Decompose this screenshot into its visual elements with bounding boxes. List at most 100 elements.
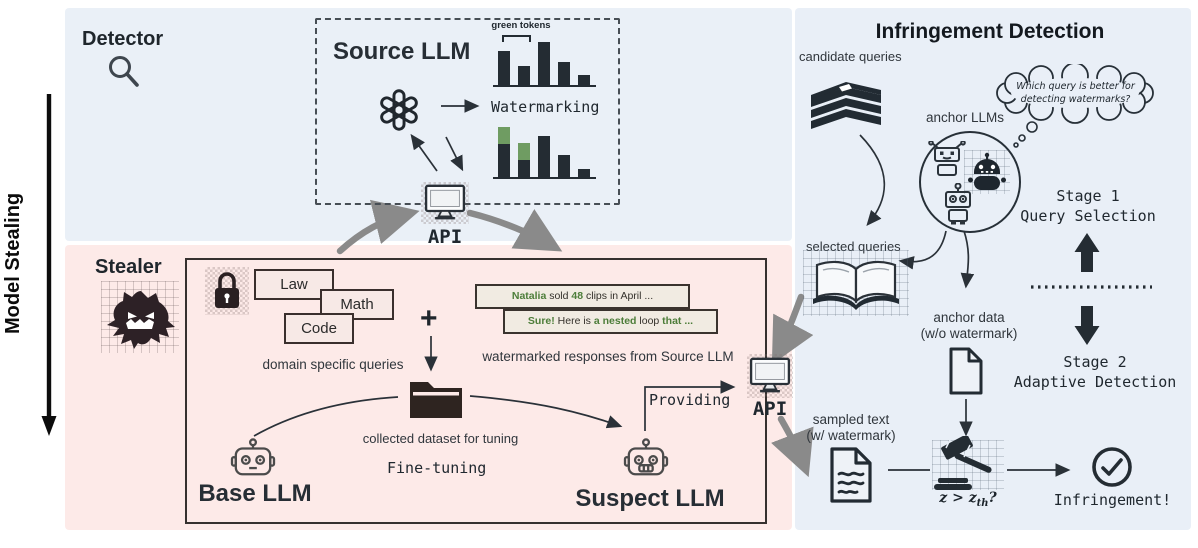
card-law-label: Law — [280, 276, 308, 293]
token-bar — [538, 42, 550, 85]
z-lhs: z — [939, 490, 948, 506]
z-sub: th — [976, 497, 989, 509]
infringement-title: Infringement Detection — [875, 20, 1105, 43]
devil-icon — [107, 291, 175, 349]
stage1-line2: Query Selection — [1020, 207, 1156, 225]
lock-icon — [215, 272, 239, 308]
token-bar — [538, 136, 550, 177]
resp2-part: Sure! — [527, 315, 558, 327]
token-bar-segment — [498, 51, 510, 85]
token-bar-segment — [518, 143, 530, 160]
z-suffix: ? — [988, 490, 997, 506]
token-bar-segment — [498, 144, 510, 177]
stage2-line2: Adaptive Detection — [1013, 373, 1177, 391]
thought-cloud — [996, 64, 1154, 148]
dataset-caption: collected dataset for tuning — [362, 431, 519, 446]
unwatermarked-token-chart — [493, 40, 596, 87]
anchor-llms-label: anchor LLMs — [926, 110, 1005, 125]
resp2-part: a nested — [593, 315, 640, 327]
token-bar-segment — [558, 62, 570, 85]
sampled-text-line2: (w/ watermark) — [806, 428, 896, 443]
token-bar-segment — [538, 42, 550, 85]
token-bar-segment — [558, 155, 570, 177]
token-bar — [498, 127, 510, 177]
sampled-text-document-icon — [830, 447, 872, 503]
thought-line-2: detecting watermarks? — [1020, 94, 1131, 105]
token-bar-segment — [578, 169, 590, 177]
suspect-api-label: API — [752, 398, 788, 420]
watermarking-label: Watermarking — [491, 98, 600, 116]
token-bar-segment — [578, 75, 590, 85]
finetuning-label: Fine-tuning — [387, 459, 487, 477]
model-stealing-axis-label: Model Stealing — [2, 192, 24, 334]
source-api-label: API — [427, 226, 463, 248]
anchor-data-line2: (w/o watermark) — [920, 326, 1018, 341]
detector-title: Detector — [82, 28, 164, 50]
sampled-text-label: sampled text (w/ watermark) — [786, 412, 916, 444]
source-api-monitor-icon — [424, 184, 466, 220]
resp2-part: that ... — [662, 315, 694, 327]
anchor-robot-1-icon — [928, 141, 966, 176]
resp2-part: loop — [639, 315, 663, 327]
selected-queries-label: selected queries — [806, 239, 901, 254]
stage2-line1: Stage 2 — [1063, 353, 1127, 371]
suspect-llm-label: Suspect LLM — [575, 485, 725, 512]
z-op: > — [947, 490, 969, 506]
card-code: Code — [284, 313, 354, 344]
suspect-api-monitor-icon — [749, 357, 791, 393]
gavel-icon — [934, 436, 992, 490]
green-tokens-label: green tokens — [491, 20, 551, 31]
candidate-queries-label: candidate queries — [799, 49, 902, 64]
check-circle-icon — [1092, 447, 1132, 487]
response-box-2: Sure! Here is a nested loop that ... — [503, 309, 718, 334]
token-bar — [578, 75, 590, 85]
sampled-text-line1: sampled text — [812, 412, 890, 427]
resp1-part: clips in April ... — [586, 290, 654, 302]
stage1-line1: Stage 1 — [1056, 187, 1120, 205]
openai-logo-icon — [380, 89, 418, 131]
books-stack-icon — [811, 82, 881, 129]
anchor-llms-circle — [919, 131, 1021, 233]
token-bar — [578, 169, 590, 177]
folder-icon — [410, 382, 462, 418]
anchor-data-label: anchor data (w/o watermark) — [904, 310, 1034, 342]
anchor-robot-2-icon — [968, 152, 1006, 190]
thought-line-1: Which query is better for — [1016, 81, 1135, 92]
resp1-part: Natalia — [511, 290, 550, 302]
watermarked-token-chart — [493, 125, 596, 179]
domain-queries-caption: domain specific queries — [262, 357, 404, 372]
source-llm-box — [315, 18, 620, 205]
stealer-title: Stealer — [95, 256, 162, 278]
open-book-icon — [813, 260, 899, 310]
response-box-1: Natalia sold 48 clips in April ... — [475, 284, 690, 309]
stage2-label: Stage 2 Adaptive Detection — [1000, 352, 1190, 392]
token-bar — [558, 155, 570, 177]
z-rhs: z — [968, 490, 977, 506]
resp1-part: sold — [549, 290, 572, 302]
resp2-part: Here is — [557, 315, 594, 327]
responses-caption: watermarked responses from Source LLM — [482, 349, 734, 364]
token-bar — [498, 51, 510, 85]
plus-sign: + — [420, 302, 438, 335]
model-stealing-arrow-head — [41, 416, 57, 436]
token-bar-segment — [538, 136, 550, 177]
suspect-llm-robot-icon — [623, 438, 669, 476]
resp1-part: 48 — [571, 290, 587, 302]
verdict-label: Infringement! — [1053, 491, 1172, 509]
base-llm-robot-icon — [230, 438, 276, 476]
source-llm-title: Source LLM — [333, 38, 471, 65]
magnifier-icon — [109, 56, 139, 87]
stage1-label: Stage 1 Query Selection — [998, 186, 1178, 226]
token-bar-segment — [518, 66, 530, 85]
token-bar-segment — [518, 160, 530, 177]
anchor-data-line1: anchor data — [933, 310, 1005, 325]
token-bar — [558, 62, 570, 85]
anchor-robot-3-icon — [945, 183, 971, 225]
token-bar-segment — [498, 127, 510, 144]
token-bar — [518, 143, 530, 177]
card-math-label: Math — [340, 296, 374, 313]
providing-label: Providing — [649, 391, 731, 409]
z-score-formula: z > zth? — [932, 490, 1004, 509]
card-code-label: Code — [301, 320, 337, 337]
